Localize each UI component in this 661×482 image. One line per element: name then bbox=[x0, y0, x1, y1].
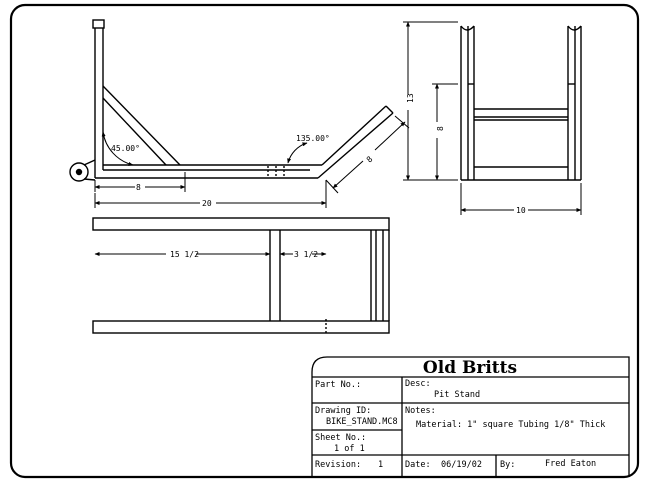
title-block bbox=[311, 356, 630, 477]
drawing-id-value: BIKE_STAND.MC8 bbox=[326, 417, 398, 427]
angle-135-label: 135.00° bbox=[296, 134, 330, 143]
by-label: By: bbox=[500, 460, 515, 470]
dim-base-8-label: 8 bbox=[136, 183, 141, 192]
dim-height-13 bbox=[403, 21, 458, 181]
part-no-label: Part No.: bbox=[315, 380, 361, 390]
dim-slant-8-label: 8 bbox=[365, 154, 375, 164]
front-view bbox=[460, 25, 582, 181]
desc-label: Desc: bbox=[405, 379, 431, 389]
angle-45-label: 45.00° bbox=[111, 144, 140, 153]
dim-slant-8 bbox=[325, 115, 410, 194]
date-value: 06/19/02 bbox=[441, 460, 482, 470]
dim-base-8 bbox=[94, 172, 186, 192]
by-value: Fred Eaton bbox=[545, 459, 596, 469]
date-label: Date: bbox=[405, 460, 431, 470]
top-view bbox=[92, 217, 390, 334]
dim-width-10 bbox=[460, 183, 582, 215]
dim-top-3-half-label: 3 1/2 bbox=[294, 250, 318, 259]
desc-value: Pit Stand bbox=[434, 390, 480, 400]
revision-label: Revision: bbox=[315, 460, 361, 470]
wheel-icon bbox=[69, 159, 96, 182]
dim-height-13-label: 13 bbox=[406, 93, 415, 103]
dim-base-20-label: 20 bbox=[202, 199, 212, 208]
revision-value: 1 bbox=[378, 460, 383, 470]
company-title: Old Britts bbox=[423, 358, 517, 378]
sheet-value: 1 of 1 bbox=[334, 444, 365, 454]
outer-border bbox=[9, 3, 640, 479]
dim-base-20 bbox=[94, 180, 327, 208]
side-view bbox=[92, 19, 394, 179]
notes-value: Material: 1" square Tubing 1/8" Thick bbox=[416, 420, 605, 430]
drawing-id-label: Drawing ID: bbox=[315, 406, 371, 416]
dim-width-10-label: 10 bbox=[516, 206, 526, 215]
notes-label: Notes: bbox=[405, 406, 436, 416]
sheet-label: Sheet No.: bbox=[315, 433, 366, 443]
dim-height-8 bbox=[432, 83, 458, 181]
dim-top-15-half-label: 15 1/2 bbox=[170, 250, 199, 259]
dim-height-8-label: 8 bbox=[436, 126, 445, 131]
